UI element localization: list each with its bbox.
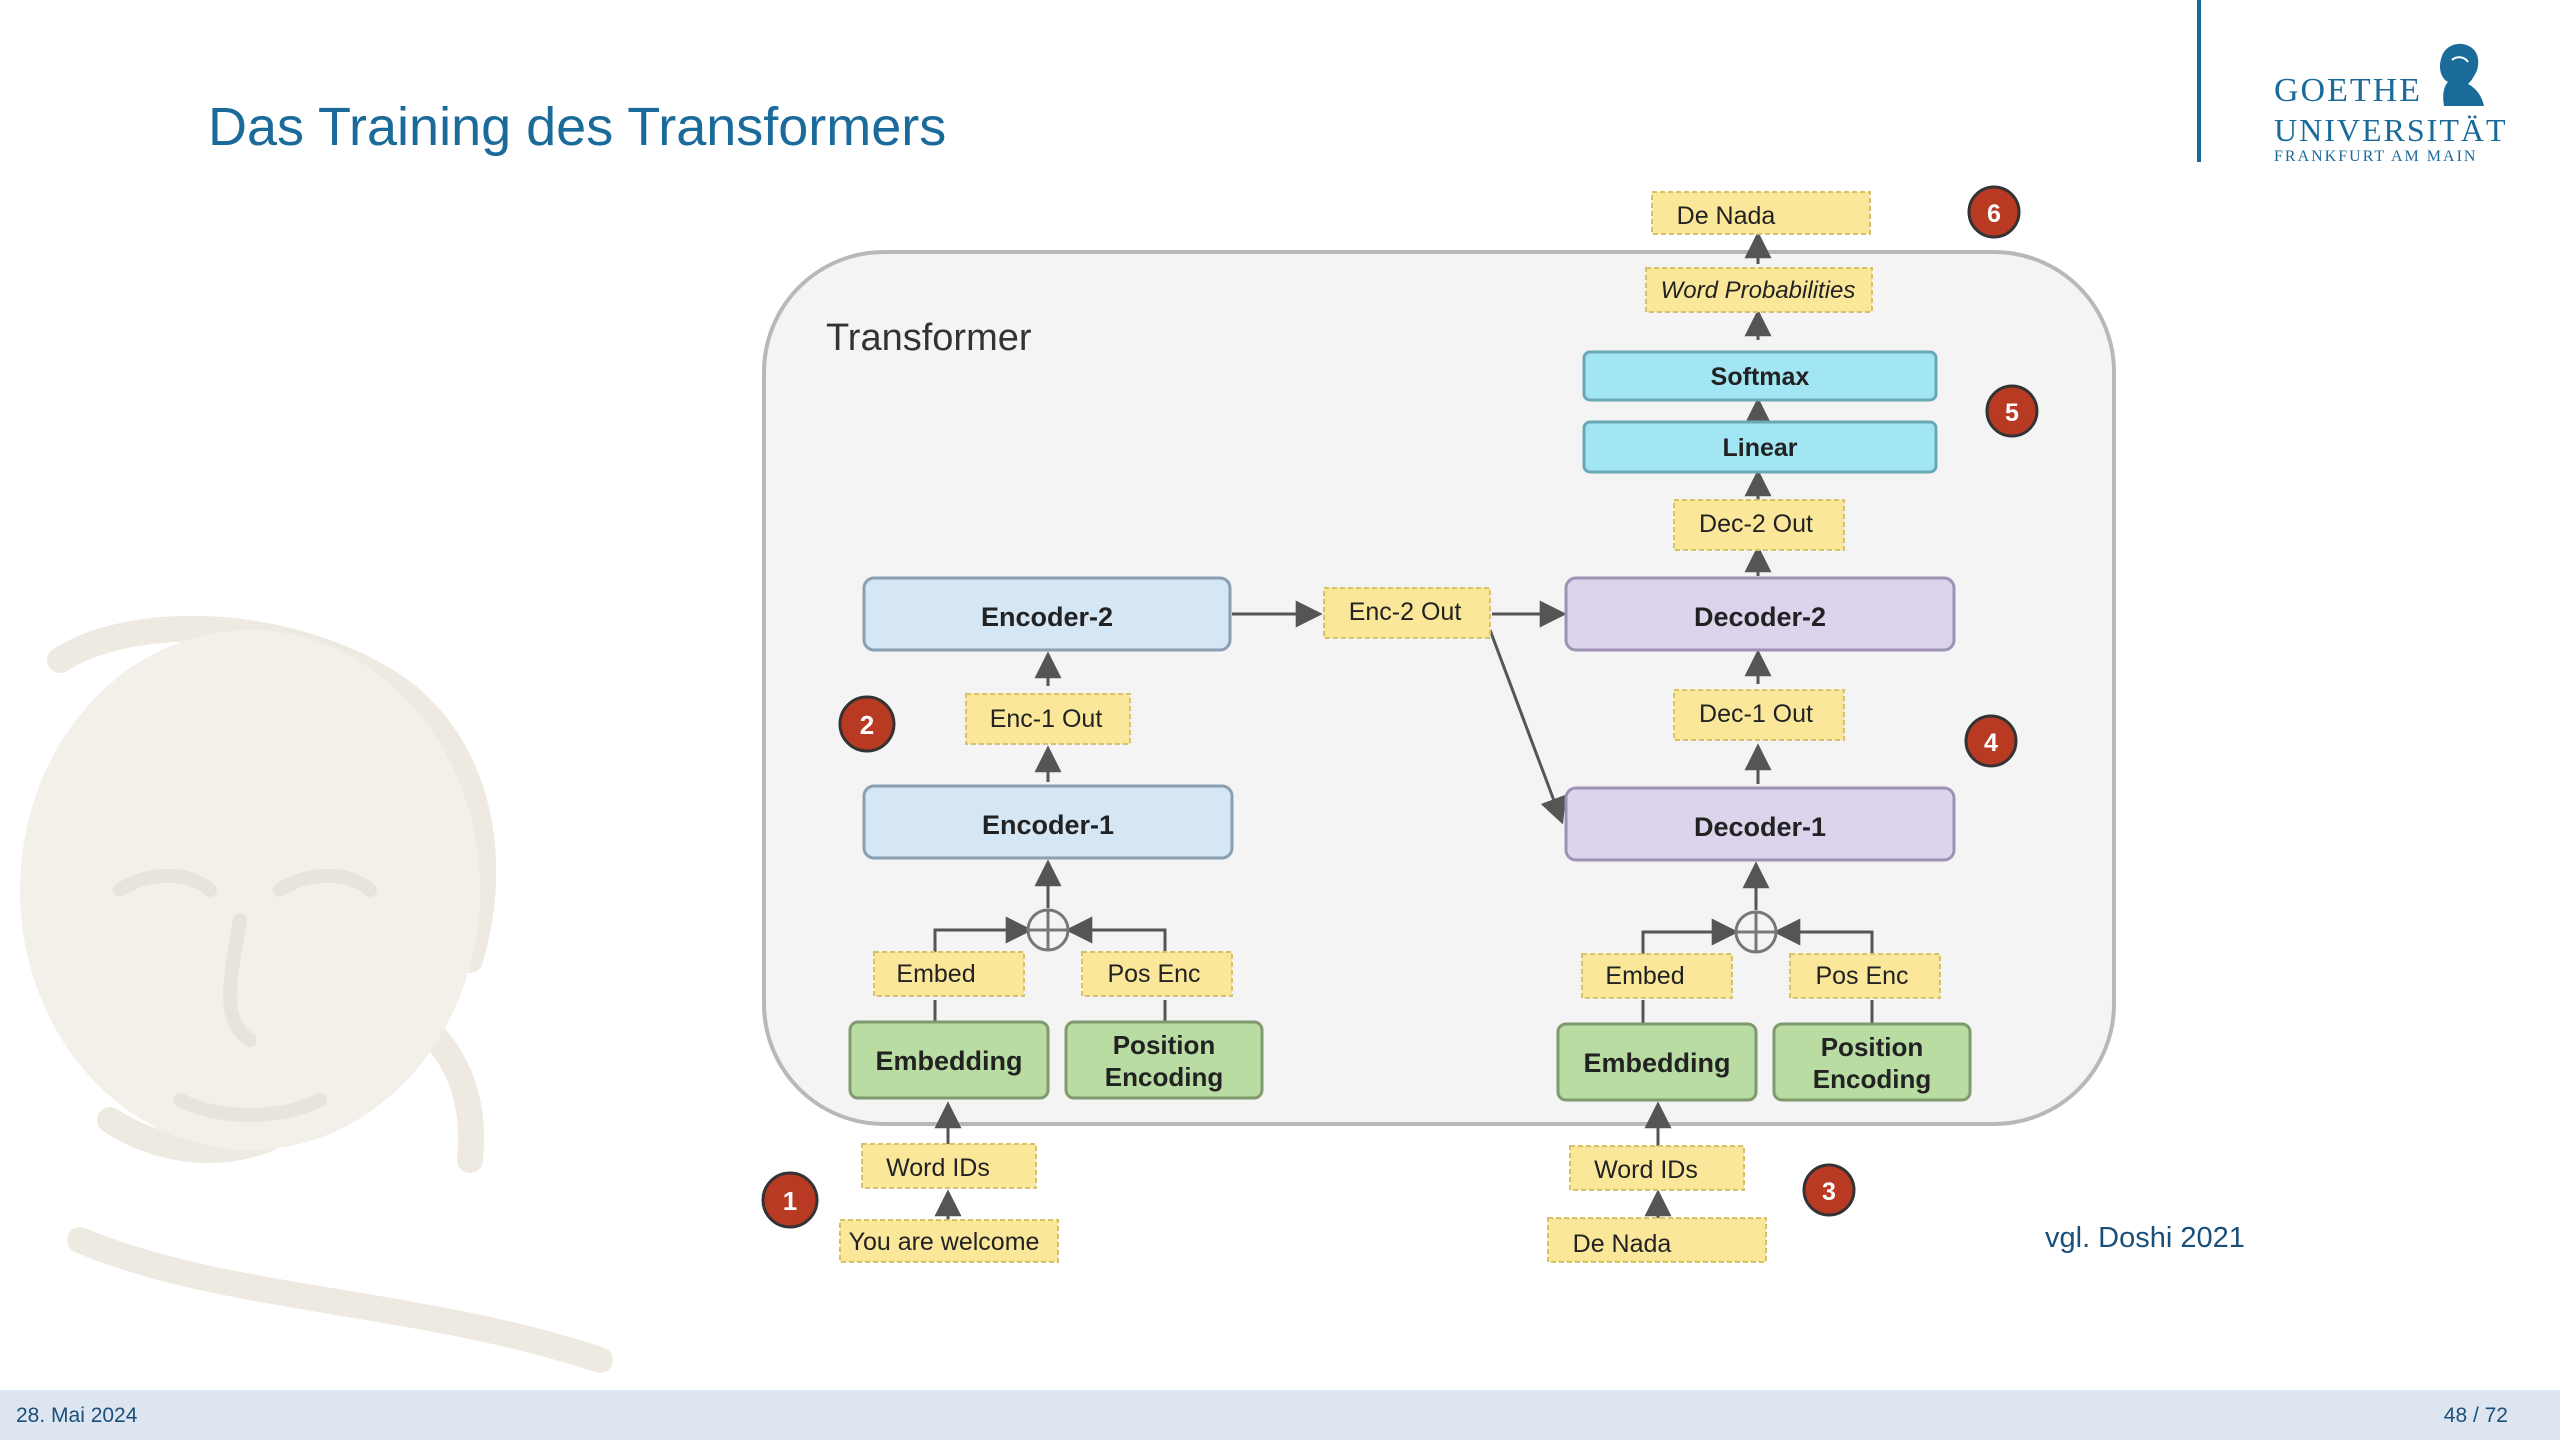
logo-divider <box>2197 0 2201 162</box>
tag-dec-embed: Embed <box>1581 953 1733 999</box>
decoder-add-icon <box>1734 910 1778 954</box>
tag-dec-word-ids: Word IDs <box>1569 1145 1745 1191</box>
step-badge-3: 3 <box>1802 1163 1856 1217</box>
tag-enc2-out-label: Enc-2 Out <box>1349 598 1462 626</box>
encoder-position-encoding-block: Position Encoding <box>1064 1020 1264 1100</box>
decoder-position-encoding-block: Position Encoding <box>1772 1022 1972 1102</box>
linear-block: Linear <box>1582 420 1938 474</box>
step-badge-1-label: 1 <box>783 1186 797 1216</box>
transformer-label: Transformer <box>826 317 1032 359</box>
tag-word-probabilities: Word Probabilities <box>1645 267 1873 313</box>
goethe-bust-icon <box>2440 43 2484 106</box>
university-logo: GOETHE UNIVERSITÄT FRANKFURT AM MAIN <box>2250 36 2506 176</box>
softmax-label: Softmax <box>1711 363 1810 391</box>
tag-dec-input-text: De Nada <box>1547 1217 1767 1263</box>
tag-enc2-out: Enc-2 Out <box>1323 587 1491 639</box>
step-badge-4-label: 4 <box>1984 729 1998 757</box>
tag-dec2-out-label: Dec-2 Out <box>1699 510 1813 538</box>
citation: vgl. Doshi 2021 <box>2045 1222 2245 1254</box>
step-badge-2: 2 <box>838 695 896 753</box>
step-badge-5: 5 <box>1985 384 2039 438</box>
goethe-watermark-icon <box>20 615 613 1373</box>
logo-line-3: FRANKFURT AM MAIN <box>2274 148 2478 165</box>
decoder-position-label-line1: Position <box>1821 1032 1924 1062</box>
tag-enc-embed: Embed <box>873 951 1025 997</box>
tag-enc-posenc-label: Pos Enc <box>1107 960 1200 988</box>
step-badge-2-label: 2 <box>860 710 874 740</box>
connectors <box>933 231 1874 1228</box>
decoder-2-block: Decoder-2 <box>1564 576 1956 652</box>
page-number: 48 / 72 <box>2443 1404 2508 1427</box>
tag-dec-posenc-label: Pos Enc <box>1815 962 1908 990</box>
step-badge-6: 6 <box>1967 185 2021 239</box>
encoder-position-label-line1: Position <box>1113 1030 1216 1060</box>
tag-dec-output-text-label: De Nada <box>1677 202 1776 230</box>
encoder-embedding-label: Embedding <box>876 1046 1023 1076</box>
encoder-add-icon <box>1026 908 1070 952</box>
step-badge-4: 4 <box>1964 714 2018 768</box>
encoder-1-block: Encoder-1 <box>862 784 1234 860</box>
tag-enc1-out-label: Enc-1 Out <box>990 705 1103 733</box>
tag-dec1-out: Dec-1 Out <box>1673 689 1845 741</box>
encoder-embedding-block: Embedding <box>848 1020 1050 1100</box>
logo-line-1: GOETHE <box>2274 72 2422 109</box>
tag-word-probabilities-label: Word Probabilities <box>1661 277 1856 304</box>
decoder-embedding-block: Embedding <box>1556 1022 1758 1102</box>
tag-enc1-out: Enc-1 Out <box>965 693 1131 745</box>
tag-enc-input-text: You are welcome <box>839 1219 1059 1263</box>
tag-dec2-out: Dec-2 Out <box>1673 499 1845 551</box>
tag-dec-output-text: De Nada <box>1651 191 1871 235</box>
linear-label: Linear <box>1722 434 1797 462</box>
step-badge-6-label: 6 <box>1987 200 2001 228</box>
tag-enc-word-ids: Word IDs <box>861 1143 1037 1189</box>
tag-enc-posenc: Pos Enc <box>1081 951 1233 997</box>
step-badge-5-label: 5 <box>2005 399 2019 427</box>
slide-title: Das Training des Transformers <box>208 97 947 157</box>
tag-dec-posenc: Pos Enc <box>1789 953 1941 999</box>
footer-date: 28. Mai 2024 <box>16 1404 138 1427</box>
softmax-block: Softmax <box>1582 350 1938 402</box>
tag-dec-input-text-label: De Nada <box>1573 1230 1672 1258</box>
tag-enc-embed-label: Embed <box>896 960 975 988</box>
encoder-1-label: Encoder-1 <box>982 810 1114 840</box>
decoder-1-label: Decoder-1 <box>1694 812 1826 842</box>
decoder-position-label-line2: Encoding <box>1813 1064 1931 1094</box>
encoder-2-block: Encoder-2 <box>862 576 1232 652</box>
tag-dec1-out-label: Dec-1 Out <box>1699 700 1813 728</box>
logo-line-2: UNIVERSITÄT <box>2274 112 2508 148</box>
encoder-2-label: Encoder-2 <box>981 602 1113 632</box>
tag-dec-word-ids-label: Word IDs <box>1594 1156 1698 1184</box>
tag-enc-word-ids-label: Word IDs <box>886 1154 990 1182</box>
decoder-1-block: Decoder-1 <box>1564 786 1956 862</box>
step-badge-3-label: 3 <box>1822 1178 1836 1206</box>
step-badge-1: 1 <box>761 1171 819 1229</box>
decoder-2-label: Decoder-2 <box>1694 602 1826 632</box>
encoder-position-label-line2: Encoding <box>1105 1062 1223 1092</box>
decoder-embedding-label: Embedding <box>1584 1048 1731 1078</box>
footer-bar: 28. Mai 2024 48 / 72 <box>0 1390 2560 1440</box>
tag-enc-input-text-label: You are welcome <box>849 1228 1040 1256</box>
tag-dec-embed-label: Embed <box>1605 962 1684 990</box>
